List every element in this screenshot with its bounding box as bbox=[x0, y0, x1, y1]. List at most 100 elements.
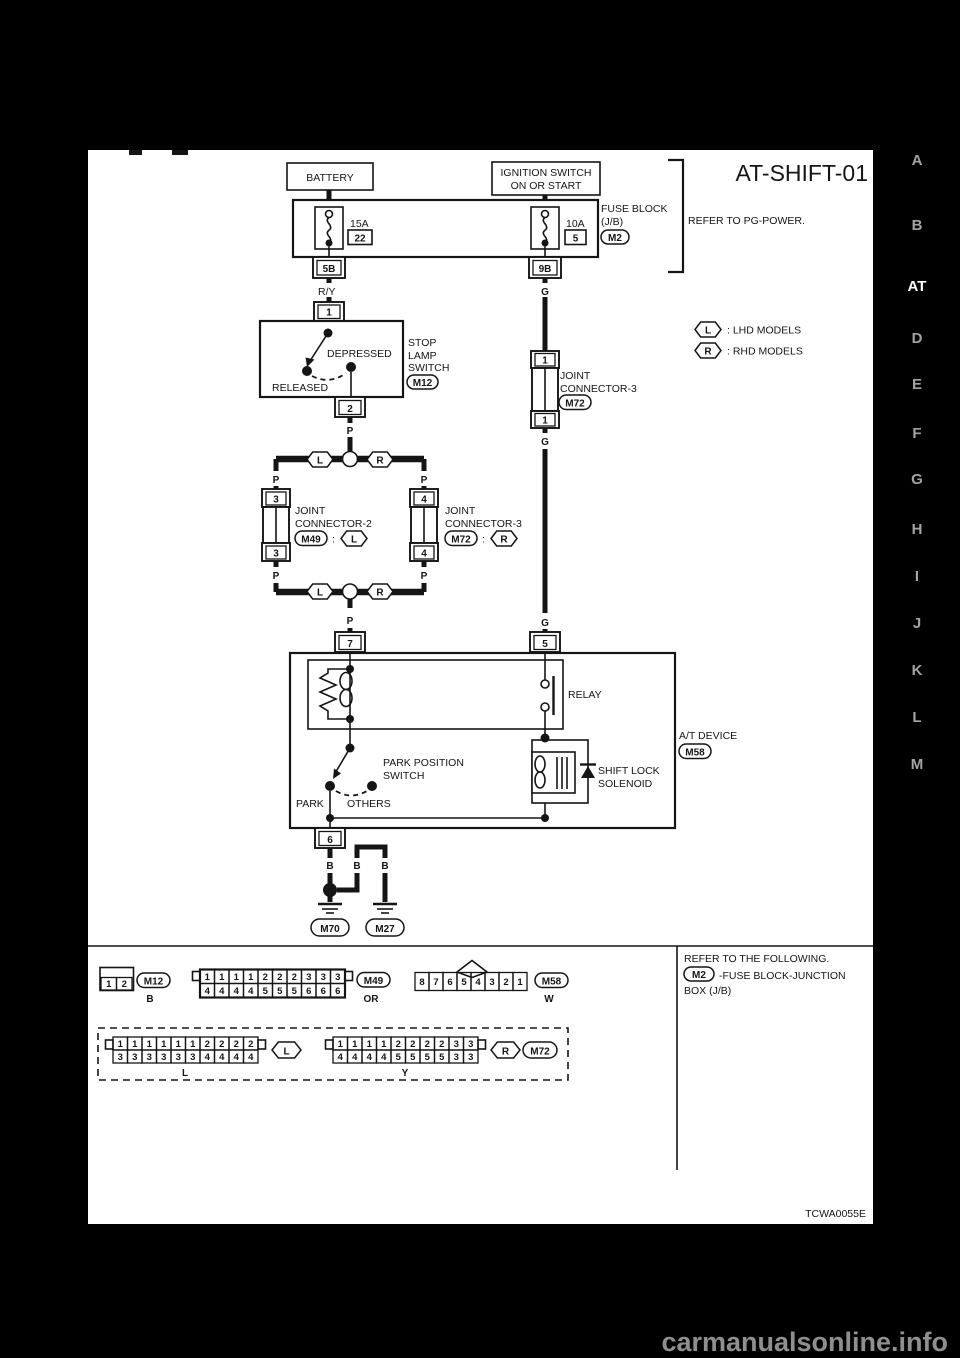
connector-pin-number: 6 bbox=[447, 977, 452, 988]
section-tab-m: M bbox=[911, 756, 924, 773]
pin-label: 1 bbox=[542, 356, 548, 367]
connector-pin-number: 3 bbox=[468, 1052, 473, 1063]
section-tab-d: D bbox=[912, 330, 923, 347]
connector-pin-number: 6 bbox=[306, 986, 311, 997]
connector-oval-m72 bbox=[522, 1041, 558, 1059]
solenoid-coil bbox=[534, 771, 546, 789]
wire-b-bridge bbox=[354, 844, 388, 858]
connector-pin-number: 3 bbox=[147, 1052, 152, 1063]
ground-icon bbox=[318, 902, 342, 914]
pin-9b: 9B bbox=[528, 256, 562, 279]
pin-label: 3 bbox=[273, 549, 279, 560]
switch-travel-arc bbox=[311, 372, 347, 381]
jc3-name-1: JOINT bbox=[560, 370, 591, 382]
pin-7-label: 7 bbox=[347, 639, 353, 650]
connector-pin-number: 1 bbox=[147, 1039, 153, 1050]
connector-pin-number: 5 bbox=[461, 977, 467, 988]
park-switch-name-1: PARK POSITION bbox=[383, 757, 464, 769]
connector-pin-number: 2 bbox=[292, 972, 297, 983]
connector-pin-number: 4 bbox=[367, 1052, 373, 1063]
stop-lamp-name-2: LAMP bbox=[408, 350, 437, 362]
junction-dot bbox=[323, 883, 337, 897]
connector-oval-m12 bbox=[406, 374, 439, 390]
rhd-text: : RHD MODELS bbox=[727, 346, 803, 358]
pin-6: 6 bbox=[314, 827, 346, 849]
fuse-block: 15A 22 10A 5 bbox=[291, 198, 600, 259]
ground-m27-label: M27 bbox=[375, 924, 395, 935]
connector-oval-m58 bbox=[678, 743, 712, 760]
shift-lock-solenoid bbox=[330, 733, 596, 822]
pin-label: 4 bbox=[421, 549, 427, 560]
pin-label: 3 bbox=[273, 495, 279, 506]
ground-icon bbox=[373, 902, 397, 914]
connector-pin-number: 1 bbox=[352, 1039, 358, 1050]
pin-2-label: 2 bbox=[347, 404, 353, 415]
fuse1-rating: 15A bbox=[350, 218, 369, 230]
connector-pin-number: 1 bbox=[118, 1039, 124, 1050]
section-tab-j: J bbox=[913, 615, 921, 632]
connector-pin-cell bbox=[115, 976, 133, 991]
colon: : bbox=[332, 534, 335, 546]
connector-pin-number: 3 bbox=[454, 1039, 459, 1050]
connector-pin-number: 2 bbox=[219, 1039, 224, 1050]
jc3-name-2: CONNECTOR-3 bbox=[445, 518, 522, 530]
connector-pin-number: 4 bbox=[248, 1052, 254, 1063]
connector-pin-number: 1 bbox=[517, 977, 523, 988]
rhd-hexagon-icon bbox=[490, 530, 518, 547]
connector-pin-number: 5 bbox=[425, 1052, 431, 1063]
joint-connector-2: 3 3 JOINT CONNECTOR-2 M49 : L bbox=[261, 488, 372, 562]
connector-pin-number: 3 bbox=[132, 1052, 137, 1063]
connector-m2-label: M2 bbox=[608, 233, 622, 244]
cropped-text-mark bbox=[172, 150, 188, 155]
refer-pg-power-note: REFER TO PG-POWER. bbox=[688, 215, 805, 227]
connector-pin-number: 1 bbox=[132, 1039, 138, 1050]
connector-oval-m49 bbox=[294, 530, 328, 547]
lhd-hexagon-icon bbox=[306, 583, 334, 600]
connector-pin-number: 2 bbox=[234, 1039, 239, 1050]
connector-pin-number: 1 bbox=[176, 1039, 182, 1050]
others-label: OTHERS bbox=[347, 798, 391, 810]
connector-pin-number: 1 bbox=[106, 979, 112, 990]
hexagon-label: L bbox=[317, 588, 323, 599]
connector-m12-label: M12 bbox=[413, 378, 433, 389]
wire-b-label: B bbox=[381, 861, 388, 872]
connector-pin-number: 3 bbox=[118, 1052, 123, 1063]
connector-m49-label: M49 bbox=[364, 976, 384, 987]
rhd-hexagon-icon bbox=[366, 583, 394, 600]
battery-label: BATTERY bbox=[306, 172, 353, 184]
section-tab-g: G bbox=[911, 471, 923, 488]
connector-pin-number: 2 bbox=[503, 977, 508, 988]
lhd-hexagon-icon bbox=[340, 530, 368, 547]
footer-m2-text-1: -FUSE BLOCK-JUNCTION bbox=[719, 970, 846, 982]
connector-l-color: L bbox=[182, 1068, 188, 1079]
park-position-switch bbox=[325, 719, 377, 828]
connector-pin-cell bbox=[242, 1049, 259, 1064]
connector-pin-number: 5 bbox=[277, 986, 283, 997]
switch-arrow bbox=[305, 357, 315, 367]
ground-m70-label: M70 bbox=[320, 924, 340, 935]
connector-pin-number: 4 bbox=[219, 986, 225, 997]
connector-oval-m27 bbox=[365, 918, 405, 937]
wire-g-label: G bbox=[541, 287, 549, 298]
section-tab-k: K bbox=[912, 662, 923, 679]
connector-pin-number: 3 bbox=[489, 977, 494, 988]
connector-pin-number: 4 bbox=[352, 1052, 358, 1063]
connector-pin-number: 3 bbox=[468, 1039, 473, 1050]
connector-pin-number: 2 bbox=[277, 972, 282, 983]
connector-pin-number: 2 bbox=[263, 972, 268, 983]
pin-5b-label: 5B bbox=[323, 264, 336, 275]
released-label: RELEASED bbox=[272, 382, 328, 394]
connector-m72-label: M72 bbox=[565, 399, 585, 410]
footer-m2-text-2: BOX (J/B) bbox=[684, 985, 731, 997]
connector-pin-number: 2 bbox=[410, 1039, 415, 1050]
connector-oval-m72 bbox=[444, 530, 478, 547]
connector-pin-number: 5 bbox=[410, 1052, 416, 1063]
connector-pin-number: 1 bbox=[338, 1039, 344, 1050]
pin-4-top: 4 bbox=[409, 488, 439, 508]
cropped-text-mark bbox=[129, 150, 142, 155]
section-tab-e: E bbox=[912, 376, 922, 393]
